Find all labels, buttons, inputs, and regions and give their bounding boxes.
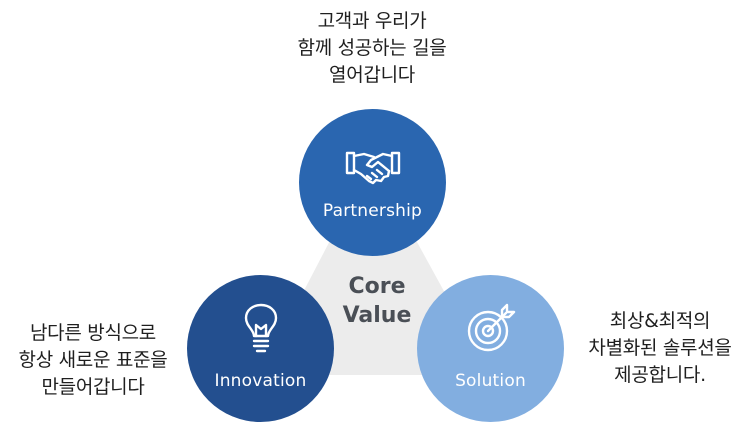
innovation-caption-line-3: 만들어갑니다 (41, 376, 145, 398)
solution-caption-line-3: 제공합니다. (614, 364, 706, 386)
innovation-caption: 남다른 방식으로 항상 새로운 표준을 만들어갑니다 (0, 320, 186, 401)
solution-label: Solution (455, 371, 526, 391)
lightbulb-icon (244, 303, 277, 353)
solution-caption-line-1: 최상&최적의 (609, 310, 711, 332)
partnership-caption-line-2: 함께 성공하는 길을 (297, 37, 447, 59)
innovation-caption-line-2: 항상 새로운 표준을 (18, 349, 168, 371)
partnership-label: Partnership (322, 201, 423, 221)
handshake-icon (345, 151, 400, 185)
partnership-caption-line-3: 열어갑니다 (329, 64, 415, 86)
partnership-caption-line-1: 고객과 우리가 (317, 10, 427, 32)
innovation-circle: Innovation (187, 275, 334, 422)
solution-caption: 최상&최적의 차별화된 솔루션을 제공합니다. (575, 308, 745, 389)
solution-circle: Solution (417, 275, 564, 422)
core-value-line-2: Value (342, 303, 412, 328)
core-value-line-1: Core (348, 274, 406, 299)
partnership-caption: 고객과 우리가 함께 성공하는 길을 열어갑니다 (262, 8, 482, 89)
target-icon (467, 303, 515, 352)
solution-caption-line-2: 차별화된 솔루션을 (588, 337, 732, 359)
partnership-circle: Partnership (299, 109, 446, 256)
innovation-label: Innovation (214, 371, 307, 391)
core-value-label: Core Value (330, 272, 424, 330)
innovation-caption-line-1: 남다른 방식으로 (29, 322, 156, 344)
